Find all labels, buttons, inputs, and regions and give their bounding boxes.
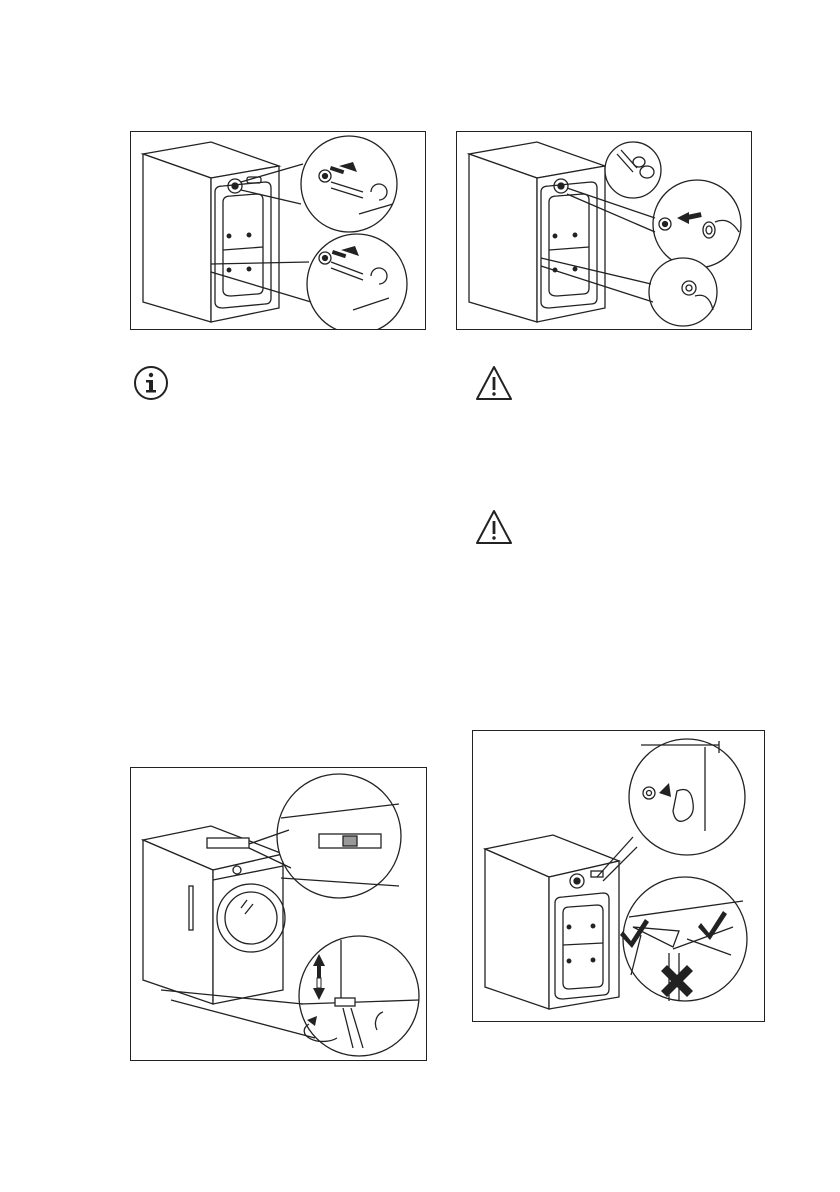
washing-machine-rear-illustration xyxy=(131,132,426,330)
warning-icon xyxy=(474,508,514,546)
washing-machine-caps-illustration xyxy=(457,132,752,330)
info-icon xyxy=(133,365,169,401)
level-appliance-figure xyxy=(130,767,427,1061)
insert-plastic-caps-figure xyxy=(456,131,752,330)
remove-transit-bolts-figure xyxy=(130,131,426,330)
inlet-hose-orientation-figure xyxy=(472,730,765,1022)
warning-icon xyxy=(474,364,514,402)
washing-machine-levelling-illustration xyxy=(131,768,427,1061)
washing-machine-hose-illustration xyxy=(473,731,765,1022)
